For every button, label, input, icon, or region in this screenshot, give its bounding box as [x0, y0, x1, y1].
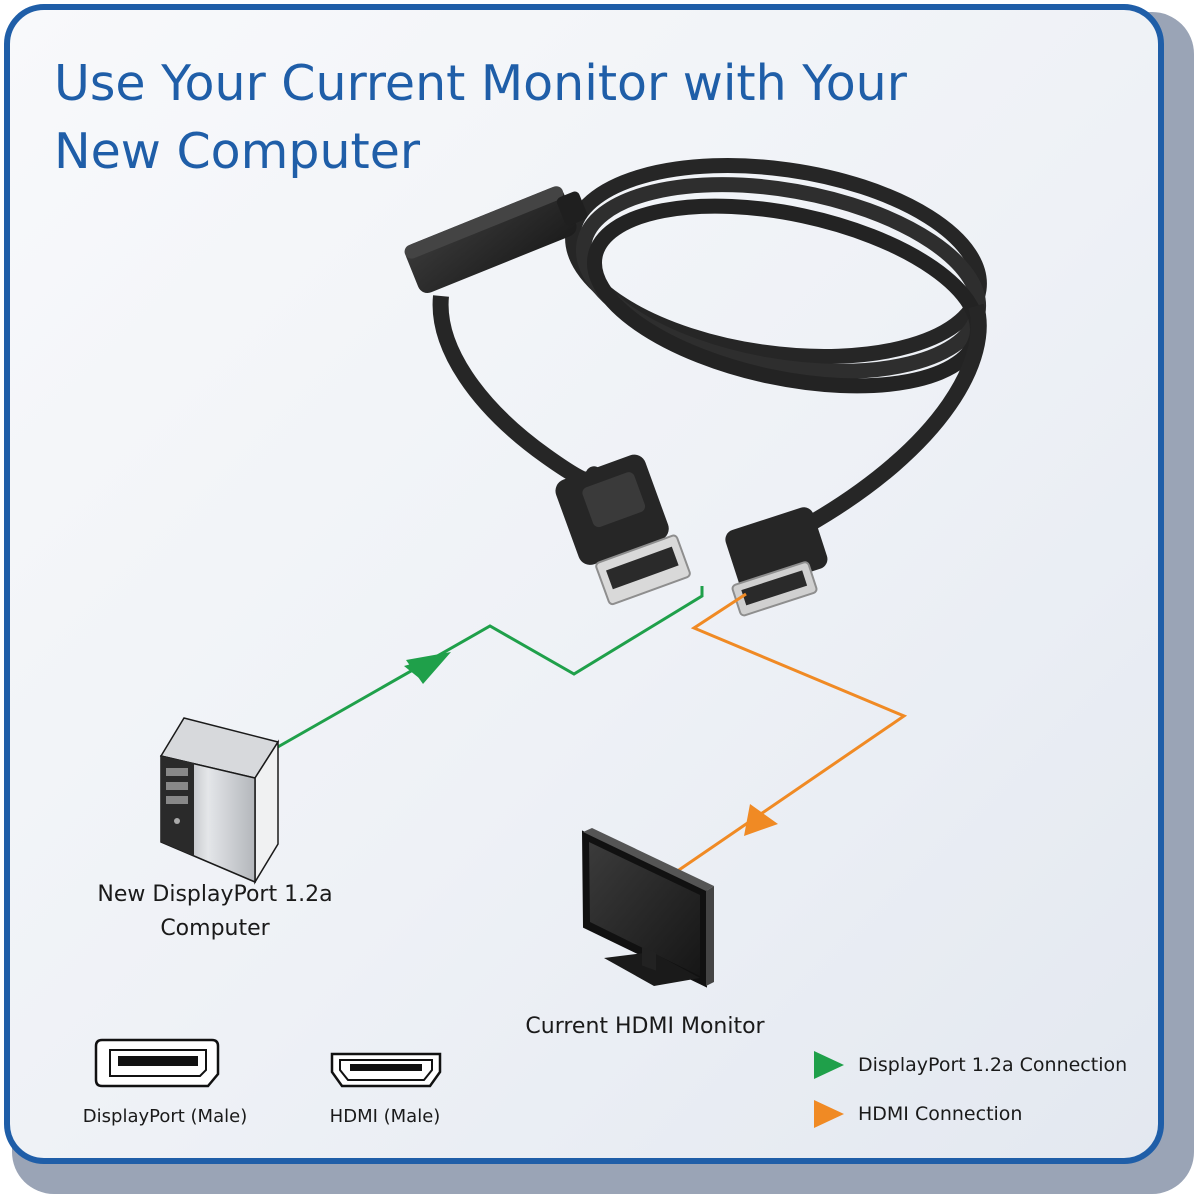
green-triangle-icon: [814, 1051, 844, 1079]
legend-item-hdmi: HDMI Connection: [812, 1099, 1127, 1129]
displayport-connector-icon: [94, 1038, 220, 1088]
page-title: Use Your Current Monitor with Your New C…: [54, 50, 907, 186]
legend-item-displayport: DisplayPort 1.2a Connection: [812, 1050, 1127, 1080]
computer-label-line-1: New DisplayPort 1.2a: [97, 882, 333, 907]
legend-label-hdmi: HDMI Connection: [858, 1103, 1023, 1125]
computer-label-line-2: Computer: [160, 916, 270, 941]
monitor-label: Current HDMI Monitor: [525, 1014, 765, 1039]
cable-image: [404, 158, 987, 617]
hdmi-male-label: HDMI (Male): [329, 1106, 441, 1127]
monitor-icon: [581, 828, 714, 988]
displayport-male-label: DisplayPort (Male): [82, 1106, 248, 1127]
computer-label: New DisplayPort 1.2a Computer: [70, 878, 360, 946]
legend-label-displayport: DisplayPort 1.2a Connection: [858, 1054, 1128, 1076]
title-line-2: New Computer: [54, 123, 421, 180]
orange-triangle-icon: [814, 1100, 844, 1128]
hdmi-connector-icon: [330, 1052, 442, 1088]
legend: DisplayPort 1.2a Connection HDMI Connect…: [812, 1050, 1127, 1148]
displayport-connection-line: [275, 586, 704, 750]
hdmi-connection-line: [675, 592, 908, 874]
diagram-frame: Use Your Current Monitor with Your New C…: [4, 4, 1164, 1164]
connection-diagram: [94, 158, 987, 1088]
computer-tower-icon: [159, 717, 280, 885]
title-line-1: Use Your Current Monitor with Your: [54, 55, 907, 112]
